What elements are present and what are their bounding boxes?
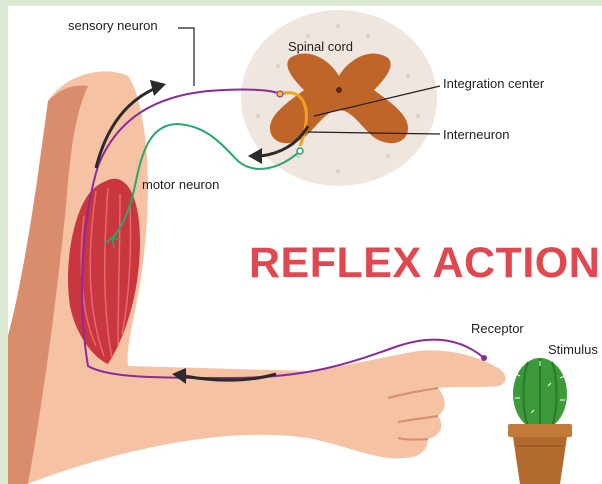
label-stimulus: Stimulus: [548, 342, 598, 357]
motor-synapse-node: [297, 148, 303, 154]
receptor-node: [481, 355, 487, 361]
label-integration-center: Integration center: [443, 76, 544, 91]
arrow-up-icon-head: [150, 80, 166, 96]
label-motor-neuron: motor neuron: [142, 177, 219, 192]
cactus-icon: [513, 358, 567, 430]
label-spinal-cord: Spinal cord: [288, 39, 353, 54]
arrow-left-icon-head: [248, 148, 262, 164]
sensory-synapse-node: [277, 91, 283, 97]
label-interneuron: Interneuron: [443, 127, 510, 142]
leader-sensory: [178, 28, 194, 86]
label-sensory-neuron: sensory neuron: [68, 18, 158, 33]
label-receptor: Receptor: [471, 321, 524, 336]
diagram-canvas: sensory neuron Spinal cord Integration c…: [8, 6, 602, 484]
diagram-title: REFLEX ACTION: [249, 239, 600, 288]
flower-pot-icon: [508, 424, 572, 484]
central-canal: [336, 87, 342, 93]
